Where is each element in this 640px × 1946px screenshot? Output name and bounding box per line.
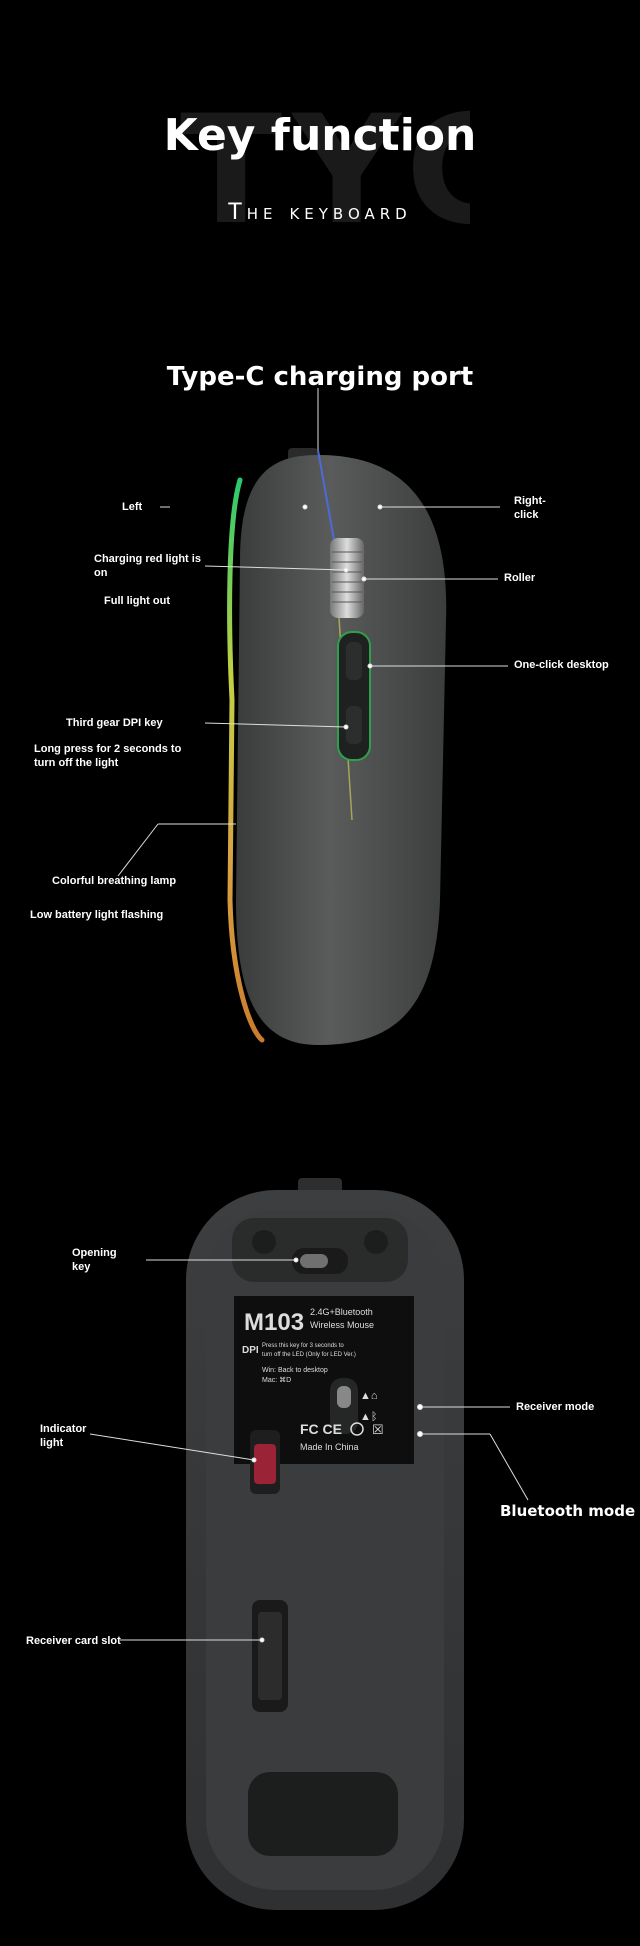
- label-indicator-light: Indicator light: [40, 1423, 87, 1449]
- plate-dpi-mark: DPI: [242, 1345, 259, 1356]
- foot-pad-left: [252, 1230, 276, 1254]
- label-receiver-mode: Receiver mode: [516, 1401, 595, 1413]
- plate-mac-note: Mac: ⌘D: [262, 1376, 291, 1384]
- page-subtitle: The keyboard: [228, 200, 412, 225]
- label-low-battery: Low battery light flashing: [30, 909, 164, 921]
- label-dpi-key: Third gear DPI key: [66, 717, 163, 729]
- type-c-port-title: Type-C charging port: [166, 362, 474, 392]
- label-full-light: Full light out: [104, 595, 170, 607]
- plate-dpi-note-1: Press this key for 3 seconds to: [262, 1343, 344, 1349]
- top-leader-lines: [117, 388, 508, 877]
- bottom-leader-lines: [89, 1257, 529, 1643]
- plate-win-note: Win: Back to desktop: [262, 1367, 328, 1374]
- button-seam: [317, 449, 335, 541]
- indicator-light: [254, 1444, 276, 1484]
- power-switch-knob: [300, 1254, 328, 1268]
- label-charging-light: Charging red light is on: [94, 553, 201, 579]
- bluetooth-mode-icon: ▲ᛒ: [360, 1411, 378, 1423]
- label-one-click-desktop: One-click desktop: [514, 659, 609, 671]
- label-opening-key: Opening key: [72, 1247, 117, 1273]
- label-breathing-lamp: Colorful breathing lamp: [52, 875, 177, 887]
- label-receiver-slot: Receiver card slot: [26, 1635, 121, 1647]
- rgb-light-strip: [227, 477, 265, 1043]
- receiver-dongle: [258, 1612, 282, 1700]
- plate-spec-1: 2.4G+Bluetooth: [310, 1307, 373, 1317]
- background-watermark: TYC: [180, 96, 470, 256]
- mode-switch-knob: [337, 1386, 351, 1408]
- receiver-mode-icon: ▲⌂: [360, 1390, 378, 1402]
- dpi-button: [346, 706, 362, 744]
- label-long-press: Long press for 2 seconds to turn off the…: [34, 743, 182, 769]
- scroll-wheel-ridges: [332, 551, 362, 603]
- scroll-wheel: [330, 538, 364, 618]
- cert-circle-icon: [350, 1422, 364, 1436]
- label-right-click: Right- click: [514, 495, 546, 521]
- plate-certs: FC CE: [300, 1421, 342, 1437]
- page-title: Key function: [163, 110, 477, 161]
- label-roller: Roller: [504, 572, 536, 584]
- plate-made-in: Made In China: [300, 1442, 359, 1452]
- plate-dpi-note-2: turn off the LED (Only for LED Ver.): [262, 1352, 356, 1358]
- bottom-mouse: [186, 1178, 464, 1910]
- foot-pad-right: [364, 1230, 388, 1254]
- label-plate-text: M103 2.4G+Bluetooth Wireless Mouse DPI P…: [242, 1307, 384, 1452]
- plate-spec-2: Wireless Mouse: [310, 1320, 374, 1330]
- top-mouse: [227, 448, 447, 1045]
- label-bluetooth-mode: Bluetooth mode: [500, 1502, 636, 1520]
- label-left: Left: [122, 501, 143, 513]
- bottom-foot-pad: [248, 1772, 398, 1856]
- desktop-button: [346, 642, 362, 680]
- plate-model: M103: [244, 1309, 304, 1336]
- weee-bin-icon: ☒: [372, 1422, 384, 1437]
